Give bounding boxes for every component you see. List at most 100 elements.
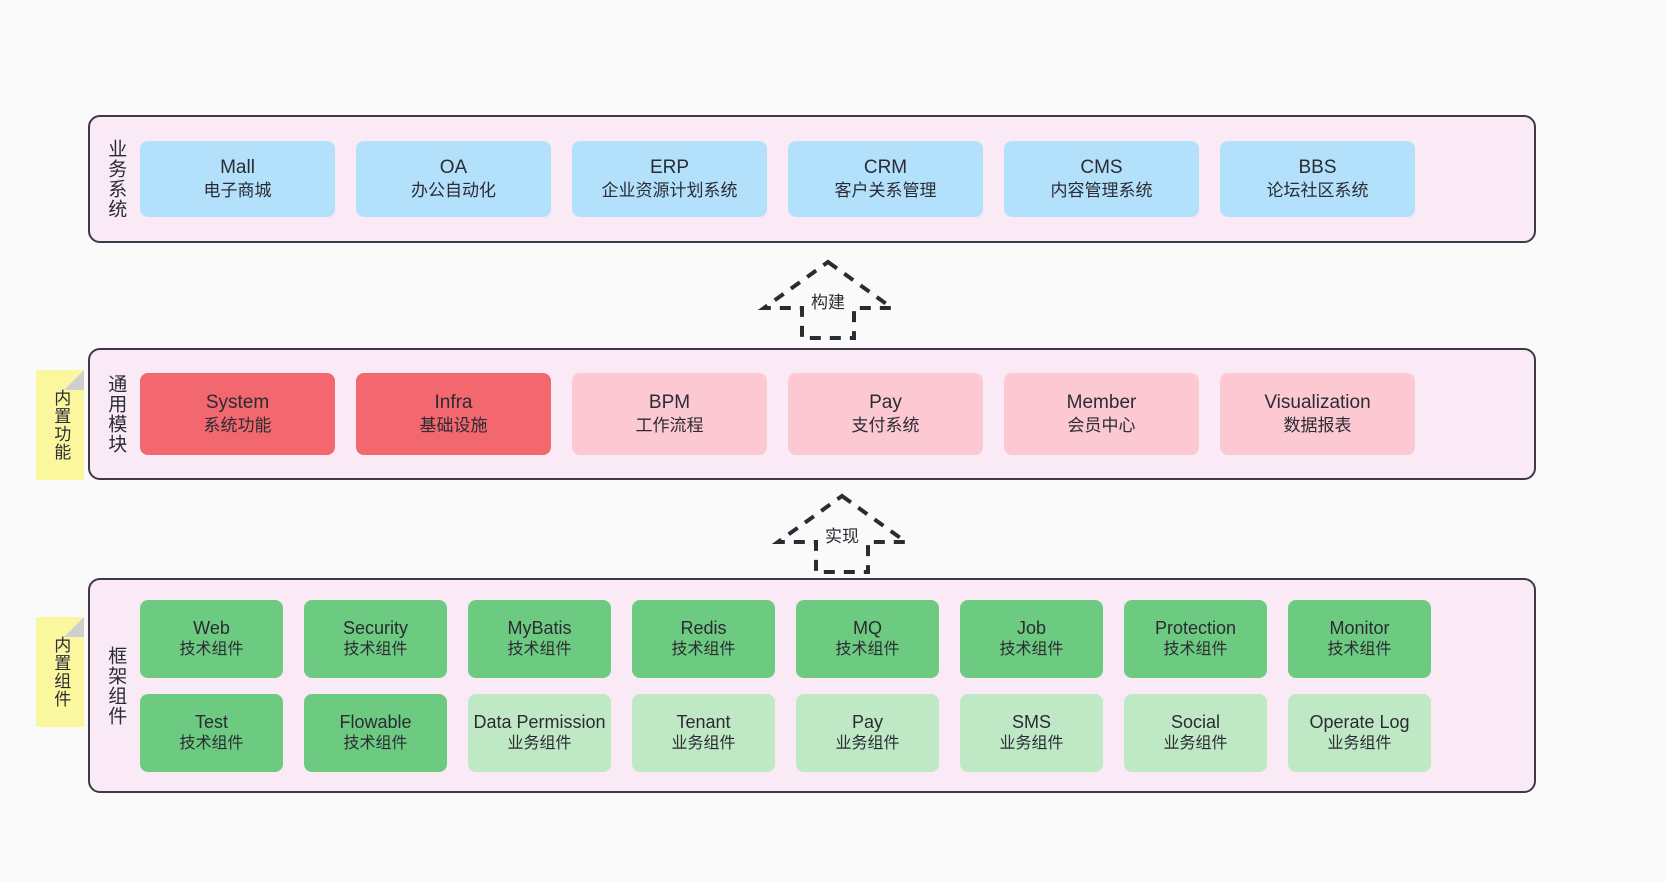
card-title: BPM: [648, 392, 691, 414]
card-subtitle: 论坛社区系统: [1266, 181, 1369, 201]
card-title: SMS: [1011, 712, 1051, 733]
card-title: CMS: [1080, 157, 1123, 179]
card-subtitle: 业务组件: [999, 734, 1064, 752]
build-arrow-icon: [757, 259, 899, 340]
card-title: Operate Log: [1309, 712, 1410, 733]
card-web[interactable]: Web 技术组件: [140, 599, 283, 678]
card-infra[interactable]: Infra 基础设施: [356, 373, 551, 455]
card-subtitle: 业务组件: [1163, 734, 1228, 752]
card-subtitle: 会员中心: [1067, 416, 1136, 436]
card-flowable[interactable]: Flowable 技术组件: [304, 693, 447, 772]
card-title: Monitor: [1329, 618, 1390, 639]
card-subtitle: 客户关系管理: [834, 181, 937, 201]
card-oa[interactable]: OA 办公自动化: [356, 141, 551, 217]
card-subtitle: 工作流程: [635, 416, 704, 436]
layer-framework-components: 框架组件 Web 技术组件 Security 技术组件 MyBatis 技术组件…: [88, 578, 1536, 793]
card-title: Security: [342, 618, 409, 639]
card-title: BBS: [1298, 157, 1337, 179]
card-visualization[interactable]: Visualization 数据报表: [1220, 373, 1415, 455]
card-title: Pay: [851, 712, 884, 733]
card-mall[interactable]: Mall 电子商城: [140, 141, 335, 217]
card-subtitle: 电子商城: [203, 181, 272, 201]
card-title: Pay: [869, 392, 902, 414]
implement-arrow-icon: [771, 493, 913, 574]
card-title: Tenant: [676, 712, 731, 733]
layer-body-framework-components: Web 技术组件 Security 技术组件 MyBatis 技术组件 Redi…: [140, 580, 1534, 791]
card-subtitle: 技术组件: [835, 640, 900, 658]
card-subtitle: 内容管理系统: [1050, 181, 1153, 201]
card-mybatis[interactable]: MyBatis 技术组件: [468, 599, 611, 678]
card-subtitle: 技术组件: [1163, 640, 1228, 658]
sticky-note-label: 内置组件: [51, 636, 71, 708]
layer-body-business-systems: Mall 电子商城 OA 办公自动化 ERP 企业资源计划系统 CRM 客户关系…: [140, 117, 1534, 241]
card-pay[interactable]: Pay 支付系统: [788, 373, 983, 455]
card-title: Social: [1170, 712, 1221, 733]
card-mq[interactable]: MQ 技术组件: [796, 599, 939, 678]
connector-build: 构建: [757, 258, 899, 342]
card-subtitle: 支付系统: [851, 416, 920, 436]
connector-label-build: 构建: [808, 288, 848, 313]
card-title: System: [205, 392, 270, 414]
card-title: CRM: [863, 157, 908, 179]
connector-label-implement: 实现: [822, 522, 862, 547]
card-subtitle: 系统功能: [203, 416, 272, 436]
card-title: Web: [193, 618, 230, 639]
card-subtitle: 技术组件: [179, 640, 244, 658]
card-subtitle: 技术组件: [343, 640, 408, 658]
card-job[interactable]: Job 技术组件: [960, 599, 1103, 678]
card-member[interactable]: Member 会员中心: [1004, 373, 1199, 455]
card-system[interactable]: System 系统功能: [140, 373, 335, 455]
card-redis[interactable]: Redis 技术组件: [632, 599, 775, 678]
layer-title-framework-components: 框架组件: [105, 645, 127, 726]
card-subtitle: 技术组件: [343, 734, 408, 752]
card-title: OA: [439, 157, 468, 179]
sticky-note-label: 内置功能: [51, 389, 71, 461]
sticky-note-builtin-component: 内置组件: [36, 617, 84, 727]
card-tenant[interactable]: Tenant 业务组件: [632, 693, 775, 772]
card-subtitle: 业务组件: [671, 734, 736, 752]
card-erp[interactable]: ERP 企业资源计划系统: [572, 141, 767, 217]
card-subtitle: 业务组件: [507, 734, 572, 752]
card-subtitle: 数据报表: [1283, 416, 1352, 436]
card-row: Test 技术组件 Flowable 技术组件 Data Permission …: [140, 693, 1518, 772]
card-data-permission[interactable]: Data Permission 业务组件: [468, 693, 611, 772]
card-pay-business[interactable]: Pay 业务组件: [796, 693, 939, 772]
card-subtitle: 技术组件: [671, 640, 736, 658]
card-social[interactable]: Social 业务组件: [1124, 693, 1267, 772]
card-operate-log[interactable]: Operate Log 业务组件: [1288, 693, 1431, 772]
card-title: Mall: [220, 157, 255, 179]
card-title: MQ: [853, 618, 882, 639]
sticky-note-builtin-function: 内置功能: [36, 370, 84, 480]
card-title: Test: [194, 712, 228, 733]
card-bbs[interactable]: BBS 论坛社区系统: [1220, 141, 1415, 217]
card-subtitle: 技术组件: [999, 640, 1064, 658]
layer-title-common-modules: 通用模块: [105, 374, 127, 454]
card-cms[interactable]: CMS 内容管理系统: [1004, 141, 1199, 217]
card-monitor[interactable]: Monitor 技术组件: [1288, 599, 1431, 678]
card-test[interactable]: Test 技术组件: [140, 693, 283, 772]
card-row: Web 技术组件 Security 技术组件 MyBatis 技术组件 Redi…: [140, 599, 1518, 678]
card-row: Mall 电子商城 OA 办公自动化 ERP 企业资源计划系统 CRM 客户关系…: [140, 141, 1518, 217]
card-subtitle: 企业资源计划系统: [601, 181, 738, 201]
card-subtitle: 技术组件: [507, 640, 572, 658]
layer-body-common-modules: System 系统功能 Infra 基础设施 BPM 工作流程 Pay 支付系统…: [140, 350, 1534, 478]
layer-business-systems: 业务系统 Mall 电子商城 OA 办公自动化 ERP 企业资源计划系统 CRM…: [88, 115, 1536, 243]
card-subtitle: 技术组件: [179, 734, 244, 752]
layer-title-business-systems: 业务系统: [105, 139, 127, 219]
layer-common-modules: 通用模块 System 系统功能 Infra 基础设施 BPM 工作流程 Pay…: [88, 348, 1536, 480]
card-protection[interactable]: Protection 技术组件: [1124, 599, 1267, 678]
connector-implement: 实现: [771, 492, 913, 576]
card-title: Protection: [1154, 618, 1237, 639]
card-subtitle: 基础设施: [419, 416, 488, 436]
card-security[interactable]: Security 技术组件: [304, 599, 447, 678]
card-title: Visualization: [1264, 392, 1371, 414]
card-bpm[interactable]: BPM 工作流程: [572, 373, 767, 455]
card-sms[interactable]: SMS 业务组件: [960, 693, 1103, 772]
card-subtitle: 业务组件: [1327, 734, 1392, 752]
card-row: System 系统功能 Infra 基础设施 BPM 工作流程 Pay 支付系统…: [140, 373, 1518, 455]
card-title: Redis: [680, 618, 727, 639]
card-crm[interactable]: CRM 客户关系管理: [788, 141, 983, 217]
card-title: Flowable: [339, 712, 412, 733]
card-subtitle: 技术组件: [1327, 640, 1392, 658]
